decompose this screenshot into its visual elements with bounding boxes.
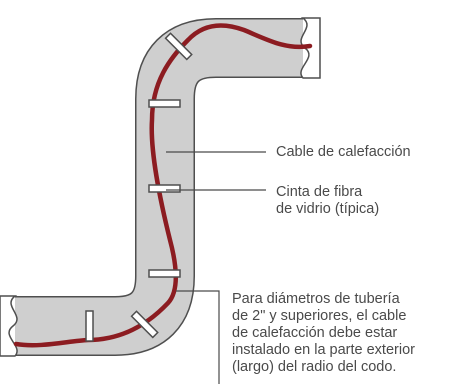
tape-band <box>164 32 193 61</box>
leader-lines <box>166 151 266 384</box>
leader-note <box>176 290 220 384</box>
elbow-note-line: de 2" y superiores, el cable <box>232 308 407 324</box>
fiberglass-tape-label-line: Cinta de fibra <box>276 184 363 200</box>
tape-band <box>130 310 159 339</box>
elbow-note-line: de calefacción debe estar <box>232 325 398 341</box>
tape-band <box>148 184 181 193</box>
elbow-note-line: Para diámetros de tubería <box>232 291 400 307</box>
tape-band <box>85 310 94 342</box>
tape-band <box>148 269 181 278</box>
pipe-end-bottom-left <box>0 295 18 357</box>
elbow-installation-note: Para diámetros de tubería de 2" y superi… <box>232 291 415 376</box>
tape-band <box>148 99 181 108</box>
elbow-note-line: instalado en la parte exterior <box>232 342 415 358</box>
heating-cable <box>13 23 313 348</box>
fiberglass-tape-label: Cinta de fibra de vidrio (típica) <box>276 184 379 218</box>
heating-cable-label: Cable de calefacción <box>276 144 411 160</box>
elbow-note-line: (largo) del radio del codo. <box>232 359 397 375</box>
fiberglass-tape-bands <box>85 32 193 342</box>
fiberglass-tape-label-line: de vidrio (típica) <box>276 201 380 217</box>
